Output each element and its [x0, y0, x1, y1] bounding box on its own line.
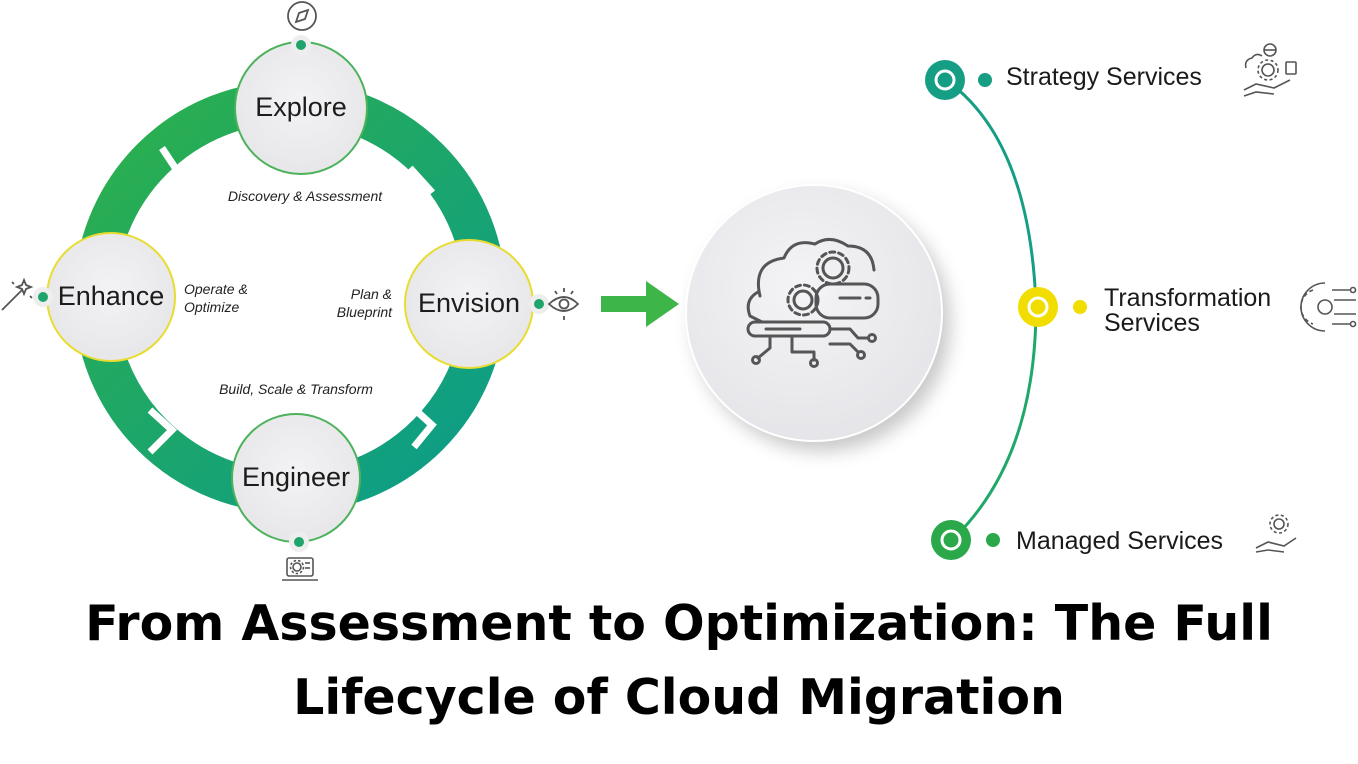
page-title-line2: Lifecycle of Cloud Migration — [293, 669, 1065, 726]
connector-dot — [534, 299, 544, 309]
node-engineer-label: Engineer — [241, 462, 351, 492]
laptop-gear-icon — [282, 557, 318, 581]
ring-chevron — [153, 146, 183, 196]
node-enhance-label: Enhance — [57, 281, 165, 311]
phase-plan-line1: Plan & — [350, 286, 392, 302]
phase-plan-label: Plan & Blueprint — [320, 285, 392, 321]
services-arc — [945, 78, 1038, 542]
node-explore-label: Explore — [255, 92, 347, 122]
phase-operate-line1: Operate & — [184, 281, 248, 297]
node-envision-label: Envision — [417, 288, 521, 318]
hand-gear-icon — [1255, 514, 1297, 553]
eye-icon — [547, 288, 580, 320]
transformation-line1: Transformation — [1104, 284, 1272, 312]
phase-build-label: Build, Scale & Transform — [219, 381, 373, 397]
transformation-line2: Services — [1104, 309, 1200, 337]
managed-node — [931, 520, 1000, 560]
strategy-node — [925, 60, 992, 100]
circuit-gear-icon — [1300, 282, 1357, 332]
hand-gear-globe-icon — [1243, 43, 1297, 97]
page-title-line1: From Assessment to Optimization: The Ful… — [85, 595, 1273, 652]
cloud-gears-icon — [746, 238, 880, 368]
ring-chevron — [407, 402, 437, 450]
phase-operate-line2: Optimize — [184, 299, 240, 315]
transformation-services-label: Transformation Services — [1104, 286, 1271, 336]
center-circle — [685, 184, 943, 442]
phase-operate-label: Operate & Optimize — [184, 280, 274, 316]
compass-icon — [287, 1, 317, 31]
managed-services-label: Managed Services — [1016, 527, 1224, 555]
transformation-node — [1018, 287, 1087, 327]
connector-dot — [296, 40, 306, 50]
phase-discovery-label: Discovery & Assessment — [227, 188, 383, 204]
strategy-services-label: Strategy Services — [1006, 63, 1202, 91]
ring-chevron — [403, 165, 436, 213]
flow-arrow — [601, 281, 679, 327]
magic-wand-icon — [1, 277, 34, 311]
ring-chevron — [147, 407, 178, 455]
phase-plan-line2: Blueprint — [336, 304, 392, 320]
connector-dot — [294, 537, 304, 547]
connector-dot — [38, 292, 48, 302]
